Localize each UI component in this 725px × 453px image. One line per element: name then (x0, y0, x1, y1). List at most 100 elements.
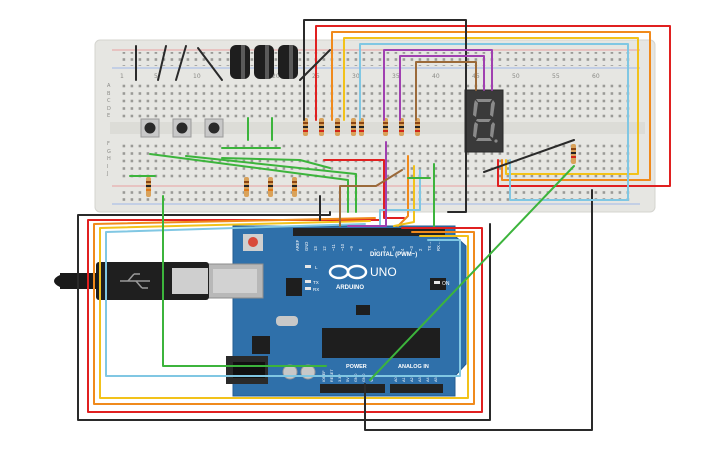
pin-label-7: 7 (373, 248, 378, 251)
crystal (276, 316, 298, 326)
power-header (320, 384, 385, 393)
pin-label-a1: A1 (402, 377, 406, 382)
col-number: 55 (552, 73, 560, 80)
row-letter: D (107, 106, 111, 112)
resistors (146, 118, 576, 197)
wire-green[interactable] (149, 153, 349, 213)
wire-purple[interactable] (347, 141, 387, 227)
wire-green[interactable] (369, 165, 575, 381)
resistor (244, 177, 249, 197)
pin-label-9: ~9 (349, 246, 354, 251)
wire-yellow[interactable] (343, 37, 639, 175)
resistor (292, 177, 297, 197)
resistor (571, 144, 576, 164)
arduino-model-text: UNO (370, 265, 397, 279)
wire-orange[interactable] (397, 155, 409, 227)
usb-b-jack-inner (213, 269, 257, 293)
wire-blue[interactable] (379, 169, 421, 227)
col-number: 50 (512, 73, 520, 80)
pin-label-10: ~10 (340, 243, 345, 251)
push-button-2[interactable] (172, 118, 192, 138)
push-button-1[interactable] (140, 118, 160, 138)
col-number: 60 (592, 73, 600, 80)
row-letter: I (107, 164, 108, 170)
pin-label-11: ~11 (331, 244, 336, 251)
col-number: 1 (120, 73, 124, 80)
reset-button[interactable] (248, 237, 258, 247)
row-letter: F (107, 141, 110, 147)
wire-blue[interactable] (105, 223, 461, 377)
seven-segment-display: 8 (464, 89, 504, 153)
atmega-chip (322, 328, 440, 358)
pin-label-1: TX→1 (427, 238, 432, 251)
pin-label-3v3: 3.3V (338, 374, 342, 382)
tx-label: TX (313, 280, 319, 285)
push-buttons (140, 118, 224, 138)
pin-label-a2: A2 (410, 377, 414, 382)
on-label: ON (442, 281, 450, 287)
wire-black[interactable] (175, 45, 187, 81)
power-label: POWER (346, 364, 367, 370)
pin-label-13: 13 (313, 246, 318, 251)
wire-black[interactable] (299, 49, 331, 81)
resistor (359, 118, 364, 136)
digital-label: DIGITAL (PWM~) (370, 252, 417, 258)
pin-label-12: 12 (322, 246, 327, 251)
pin-label-6: ~6 (382, 246, 387, 251)
wire-black[interactable] (483, 139, 575, 173)
on-led (434, 281, 440, 284)
col-number: 35 (392, 73, 400, 80)
resistor (319, 118, 324, 136)
wire-brown[interactable] (415, 61, 477, 121)
resistor (383, 118, 388, 136)
wire-black[interactable] (303, 19, 467, 213)
arduino-uno-board[interactable]: ARDUINO UNO DIGITAL (PWM~) POWER ANALOG … (207, 225, 467, 397)
wire-orange[interactable] (93, 217, 475, 405)
wire-yellow[interactable] (393, 165, 415, 227)
col-number: 40 (432, 73, 440, 80)
wire-green[interactable] (162, 195, 327, 367)
resistor (351, 118, 356, 136)
wire-green[interactable] (221, 157, 331, 169)
pin-label-8: 8 (358, 248, 363, 251)
col-number: 5 (154, 73, 158, 80)
wire-green[interactable] (185, 155, 357, 213)
pin-label-a5: A5 (434, 377, 438, 382)
pin-label-0: RX←0 (436, 238, 441, 251)
wire-brown[interactable] (339, 169, 403, 227)
row-letter: G (107, 149, 111, 155)
arduino-logo-icon (328, 264, 368, 280)
top-rail-holes (118, 52, 630, 66)
pin-label-gnd-1: GND (354, 373, 358, 382)
wire-purple[interactable] (399, 55, 485, 121)
wire-purple[interactable] (383, 49, 493, 121)
col-number: 30 (352, 73, 360, 80)
pin-label-gnd-2: GND (362, 373, 366, 382)
pin-label-a3: A3 (418, 377, 422, 382)
wire-black[interactable] (157, 45, 167, 81)
push-button-3[interactable] (204, 118, 224, 138)
wire-black[interactable] (77, 211, 491, 421)
wire-red[interactable] (323, 159, 405, 219)
col-number: 10 (193, 73, 201, 80)
wire-black[interactable] (197, 47, 223, 81)
rx-led (305, 287, 311, 290)
row-letter: J (106, 171, 108, 177)
row-letter: H (107, 156, 111, 162)
wire-red[interactable] (315, 25, 671, 187)
wire-yellow[interactable] (99, 220, 469, 399)
wire-orange[interactable] (331, 31, 651, 181)
wires (77, 19, 671, 431)
usb-plug-metal (172, 268, 208, 294)
pin-label-2: 2 (418, 248, 423, 251)
resistor (399, 118, 404, 136)
wire-black[interactable] (364, 189, 593, 431)
row-letter: C (107, 98, 111, 104)
tx-led (305, 280, 311, 283)
digital-header (293, 228, 445, 236)
resistor (303, 118, 308, 136)
wire-blue[interactable] (359, 43, 629, 201)
row-letter: A (107, 83, 111, 89)
col-number: 20 (272, 73, 280, 80)
electrolytic-capacitor-1 (230, 45, 250, 79)
